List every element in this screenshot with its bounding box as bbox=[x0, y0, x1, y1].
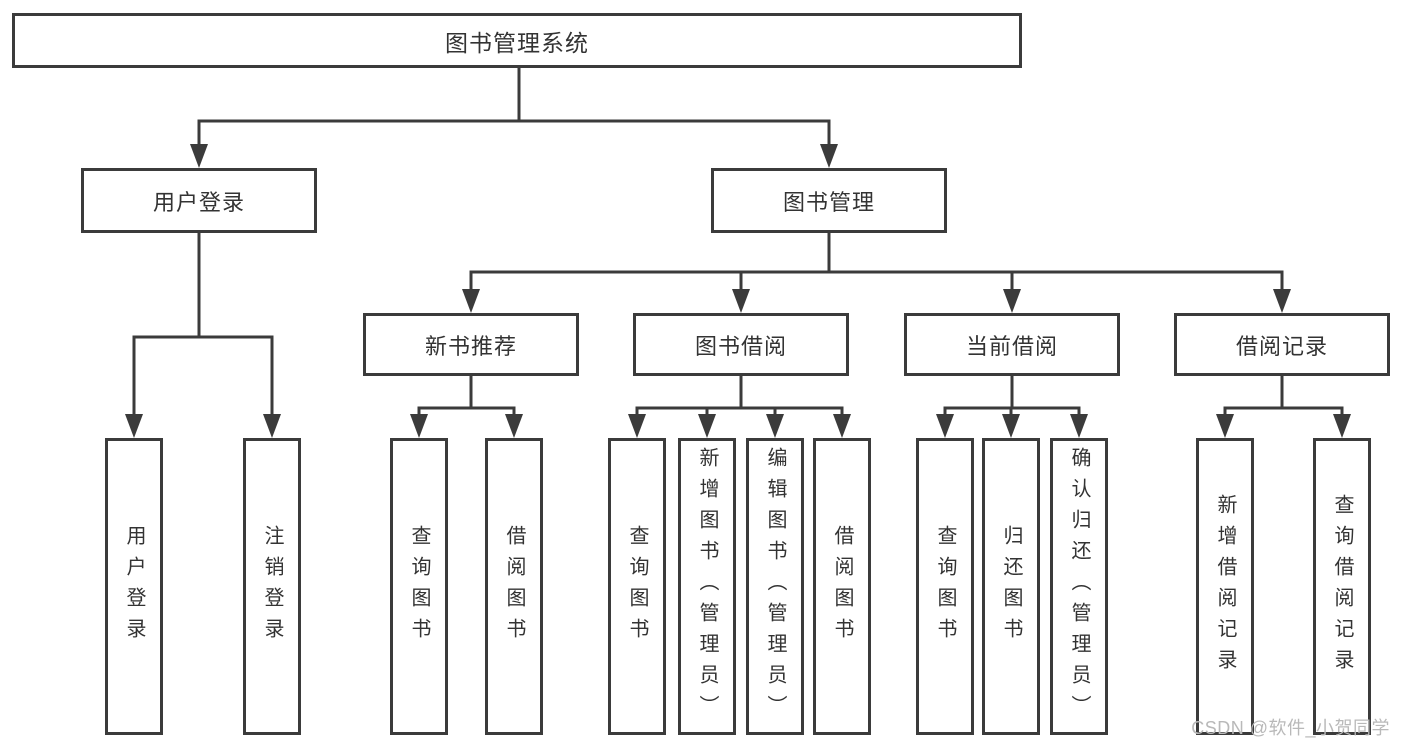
node-book-management-label: 图书管理 bbox=[782, 189, 875, 215]
node-root-label: 图书管理系统 bbox=[445, 29, 589, 56]
leaf-query-borrow-record: 查询借阅记录 bbox=[1313, 438, 1371, 735]
leaf-confirm-return-admin-label: 确认归还（管理员） bbox=[1068, 447, 1090, 726]
leaf-query-books-current: 查询图书 bbox=[916, 438, 974, 735]
leaf-return-book: 归还图书 bbox=[982, 438, 1040, 735]
connector-book-management bbox=[469, 229, 1284, 294]
connector-new-book-recommend bbox=[417, 372, 516, 418]
arrowhead bbox=[1003, 289, 1021, 313]
arrowhead bbox=[1273, 289, 1291, 313]
arrowhead bbox=[505, 414, 523, 438]
node-current-borrowing-label: 当前借阅 bbox=[965, 333, 1058, 359]
connector-current-borrowing bbox=[943, 372, 1081, 418]
arrowhead bbox=[1333, 414, 1351, 438]
leaf-user-login-label: 用户登录 bbox=[123, 524, 145, 649]
leaf-borrow-books-recommend-label: 借阅图书 bbox=[503, 524, 525, 649]
connector-book-borrowing bbox=[635, 372, 844, 418]
arrowhead bbox=[125, 414, 143, 438]
leaf-confirm-return-admin: 确认归还（管理员） bbox=[1050, 438, 1108, 735]
leaf-query-books-recommend: 查询图书 bbox=[390, 438, 448, 735]
arrowhead bbox=[1002, 414, 1020, 438]
node-new-book-recommend: 新书推荐 bbox=[363, 313, 579, 376]
arrowhead bbox=[732, 289, 750, 313]
csdn-watermark: CSDN @软件_小贺同学 bbox=[1191, 718, 1390, 738]
connector-borrowing-records bbox=[1223, 372, 1344, 418]
leaf-add-book-admin-label: 新增图书（管理员） bbox=[696, 447, 718, 726]
leaf-logout-login: 注销登录 bbox=[243, 438, 301, 735]
leaf-add-borrow-record: 新增借阅记录 bbox=[1196, 438, 1254, 735]
node-user-login-label: 用户登录 bbox=[152, 189, 245, 215]
arrowhead bbox=[263, 414, 281, 438]
node-book-management: 图书管理 bbox=[711, 168, 947, 233]
leaf-edit-book-admin: 编辑图书（管理员） bbox=[746, 438, 804, 735]
leaf-query-books-current-label: 查询图书 bbox=[934, 524, 956, 649]
arrowhead bbox=[628, 414, 646, 438]
arrowhead bbox=[698, 414, 716, 438]
leaf-return-book-label: 归还图书 bbox=[1000, 524, 1022, 649]
node-borrowing-records-label: 借阅记录 bbox=[1235, 333, 1328, 359]
arrowhead bbox=[190, 144, 208, 168]
arrowhead bbox=[833, 414, 851, 438]
leaf-edit-book-admin-label: 编辑图书（管理员） bbox=[764, 447, 786, 726]
arrowhead bbox=[936, 414, 954, 438]
leaf-borrow-books-borrowing: 借阅图书 bbox=[813, 438, 871, 735]
arrowhead bbox=[1070, 414, 1088, 438]
leaf-query-books-borrowing: 查询图书 bbox=[608, 438, 666, 735]
connector-user-login bbox=[132, 229, 274, 418]
arrowhead bbox=[1216, 414, 1234, 438]
node-new-book-recommend-label: 新书推荐 bbox=[424, 333, 517, 359]
leaf-borrow-books-recommend: 借阅图书 bbox=[485, 438, 543, 735]
leaf-query-books-recommend-label: 查询图书 bbox=[408, 524, 430, 649]
arrowhead bbox=[820, 144, 838, 168]
leaf-add-book-admin: 新增图书（管理员） bbox=[678, 438, 736, 735]
arrowhead bbox=[462, 289, 480, 313]
node-book-borrowing-label: 图书借阅 bbox=[694, 333, 787, 359]
node-current-borrowing: 当前借阅 bbox=[904, 313, 1120, 376]
leaf-logout-login-label: 注销登录 bbox=[261, 524, 283, 649]
node-book-borrowing: 图书借阅 bbox=[633, 313, 849, 376]
arrowhead bbox=[410, 414, 428, 438]
leaf-query-books-borrowing-label: 查询图书 bbox=[626, 524, 648, 649]
leaf-user-login: 用户登录 bbox=[105, 438, 163, 735]
node-root: 图书管理系统 bbox=[12, 13, 1022, 68]
leaf-query-borrow-record-label: 查询借阅记录 bbox=[1331, 493, 1353, 680]
leaf-borrow-books-borrowing-label: 借阅图书 bbox=[831, 524, 853, 649]
arrowhead bbox=[766, 414, 784, 438]
leaf-add-borrow-record-label: 新增借阅记录 bbox=[1214, 493, 1236, 680]
connector-root bbox=[197, 64, 831, 149]
node-user-login: 用户登录 bbox=[81, 168, 317, 233]
node-borrowing-records: 借阅记录 bbox=[1174, 313, 1390, 376]
